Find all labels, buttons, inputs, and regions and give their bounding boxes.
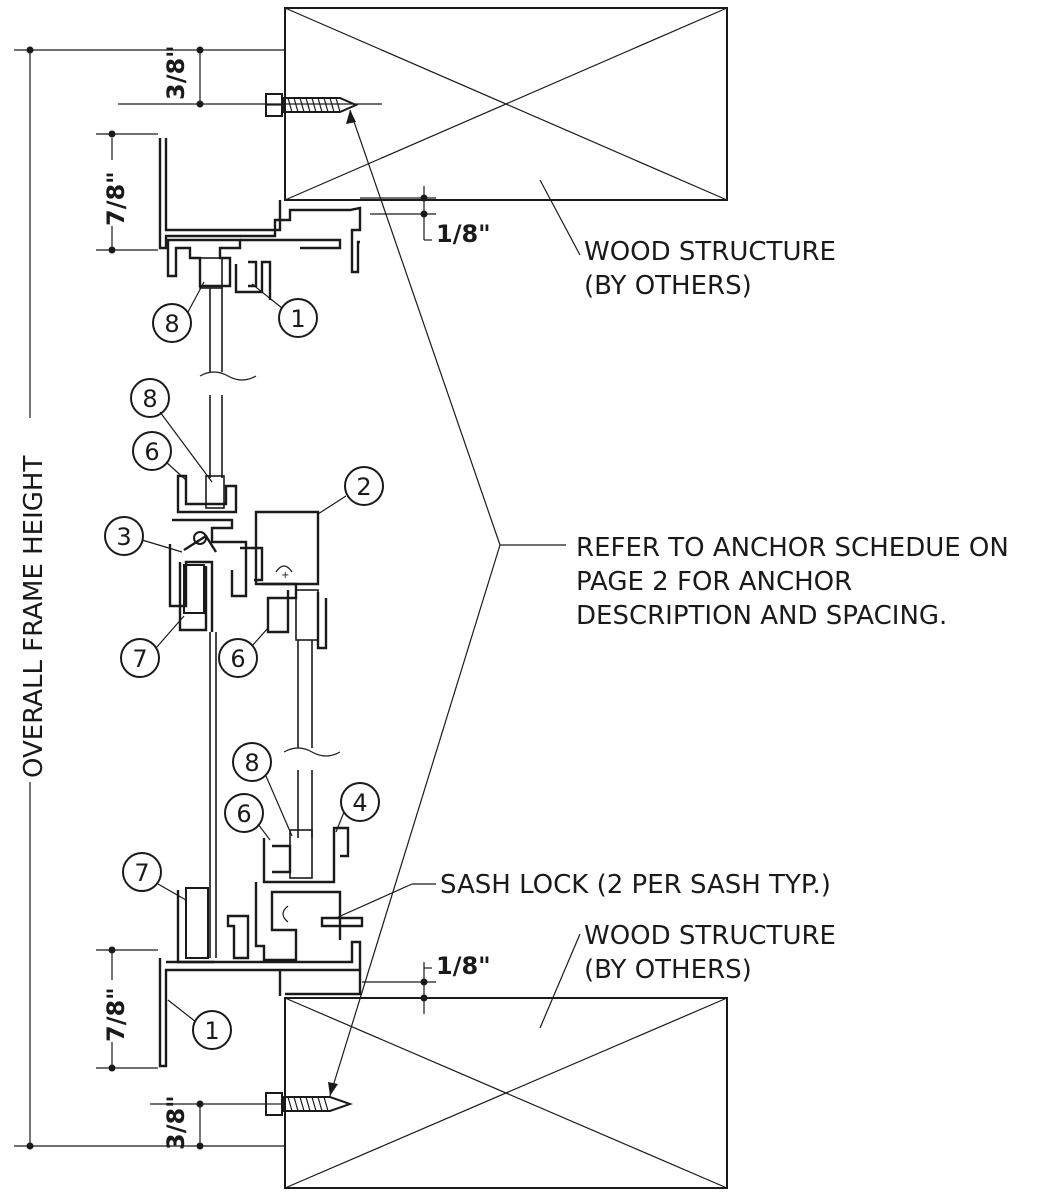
wood-structure-top-note: WOOD STRUCTURE (BY OTHERS) <box>584 237 836 301</box>
top-gap-dim-text: 1/8" <box>436 220 491 248</box>
callout-bubble: 3 <box>104 516 183 556</box>
callout-number: 2 <box>356 473 371 501</box>
callout-bubble: 6 <box>218 627 269 678</box>
callout-bubble: 6 <box>132 431 187 481</box>
callout-number: 8 <box>164 310 179 338</box>
callout-number: 1 <box>290 305 305 333</box>
callout-number: 1 <box>204 1017 219 1045</box>
top-anchor-dimension: 3/8" <box>118 45 382 108</box>
callout-number: 7 <box>134 859 149 887</box>
anchor-note-line3: DESCRIPTION AND SPACING. <box>576 601 947 631</box>
wood-top-note-line2: (BY OTHERS) <box>584 271 752 301</box>
sash-lock-note: SASH LOCK (2 PER SASH TYP.) <box>440 870 831 900</box>
wood-bottom-note-line1: WOOD STRUCTURE <box>584 921 836 951</box>
callout-number: 3 <box>116 523 131 551</box>
anchor-schedule-note: REFER TO ANCHOR SCHEDUE ON PAGE 2 FOR AN… <box>576 533 1009 631</box>
callout-number: 8 <box>142 385 157 413</box>
callout-bubbles: 8 1 8 6 2 3 7 <box>104 281 384 1050</box>
glass-lower <box>209 632 341 958</box>
sill-frame-profile <box>158 826 364 1068</box>
callout-bubble: 6 <box>224 793 271 841</box>
bottom-frame-dimension: 7/8" <box>96 946 158 1072</box>
callout-bubble: 7 <box>122 852 187 901</box>
callout-number: 8 <box>244 749 259 777</box>
callout-number: 4 <box>352 789 367 817</box>
anchor-note-line1: REFER TO ANCHOR SCHEDUE ON <box>576 533 1009 563</box>
callout-bubble: 1 <box>167 999 232 1050</box>
svg-text:+: + <box>281 570 289 581</box>
top-gap-dimension: 1/8" <box>360 186 491 248</box>
bottom-gap-dimension: 1/8" <box>285 952 491 1014</box>
callout-bubble: 8 <box>130 378 213 483</box>
wood-top-note-line1: WOOD STRUCTURE <box>584 237 836 267</box>
anchor-screw-bottom <box>265 1092 354 1116</box>
glass-upper <box>199 288 257 478</box>
sash-lock-leader <box>335 883 436 919</box>
callout-bubble: 7 <box>120 615 185 678</box>
callout-number: 6 <box>144 438 159 466</box>
callout-number: 6 <box>236 800 251 828</box>
wood-leader-lines <box>539 179 581 1029</box>
anchor-leader-lines <box>328 109 566 1097</box>
bottom-frame-dim-text: 7/8" <box>102 987 130 1042</box>
callout-bubble: 1 <box>251 283 318 338</box>
top-anchor-dim-text: 3/8" <box>162 45 190 100</box>
sash-lock-text: SASH LOCK (2 PER SASH TYP.) <box>440 870 831 900</box>
callout-bubble: 2 <box>317 466 384 515</box>
callout-bubble: 8 <box>232 742 293 837</box>
callout-number: 6 <box>230 645 245 673</box>
wood-structure-bottom <box>284 997 728 1189</box>
overall-height-dimension: OVERALL FRAME HEIGHT <box>14 46 285 1150</box>
bottom-anchor-dim-text: 3/8" <box>162 1095 190 1150</box>
top-frame-dimension: 7/8" <box>96 130 158 254</box>
top-frame-dim-text: 7/8" <box>102 171 130 226</box>
callout-bubble: 8 <box>152 281 205 343</box>
wood-bottom-note-line2: (BY OTHERS) <box>584 955 752 985</box>
wood-structure-bottom-note: WOOD STRUCTURE (BY OTHERS) <box>584 921 836 985</box>
callout-bubble: 4 <box>335 782 380 833</box>
head-frame-profile <box>158 138 362 300</box>
bottom-gap-dim-text: 1/8" <box>436 952 491 980</box>
meeting-rail-profile: + <box>168 474 328 650</box>
callout-number: 7 <box>132 645 147 673</box>
anchor-screw-top <box>265 93 359 117</box>
overall-height-label: OVERALL FRAME HEIGHT <box>19 456 49 778</box>
bottom-anchor-dimension: 3/8" <box>150 1095 266 1150</box>
anchor-note-line2: PAGE 2 FOR ANCHOR <box>576 567 852 597</box>
